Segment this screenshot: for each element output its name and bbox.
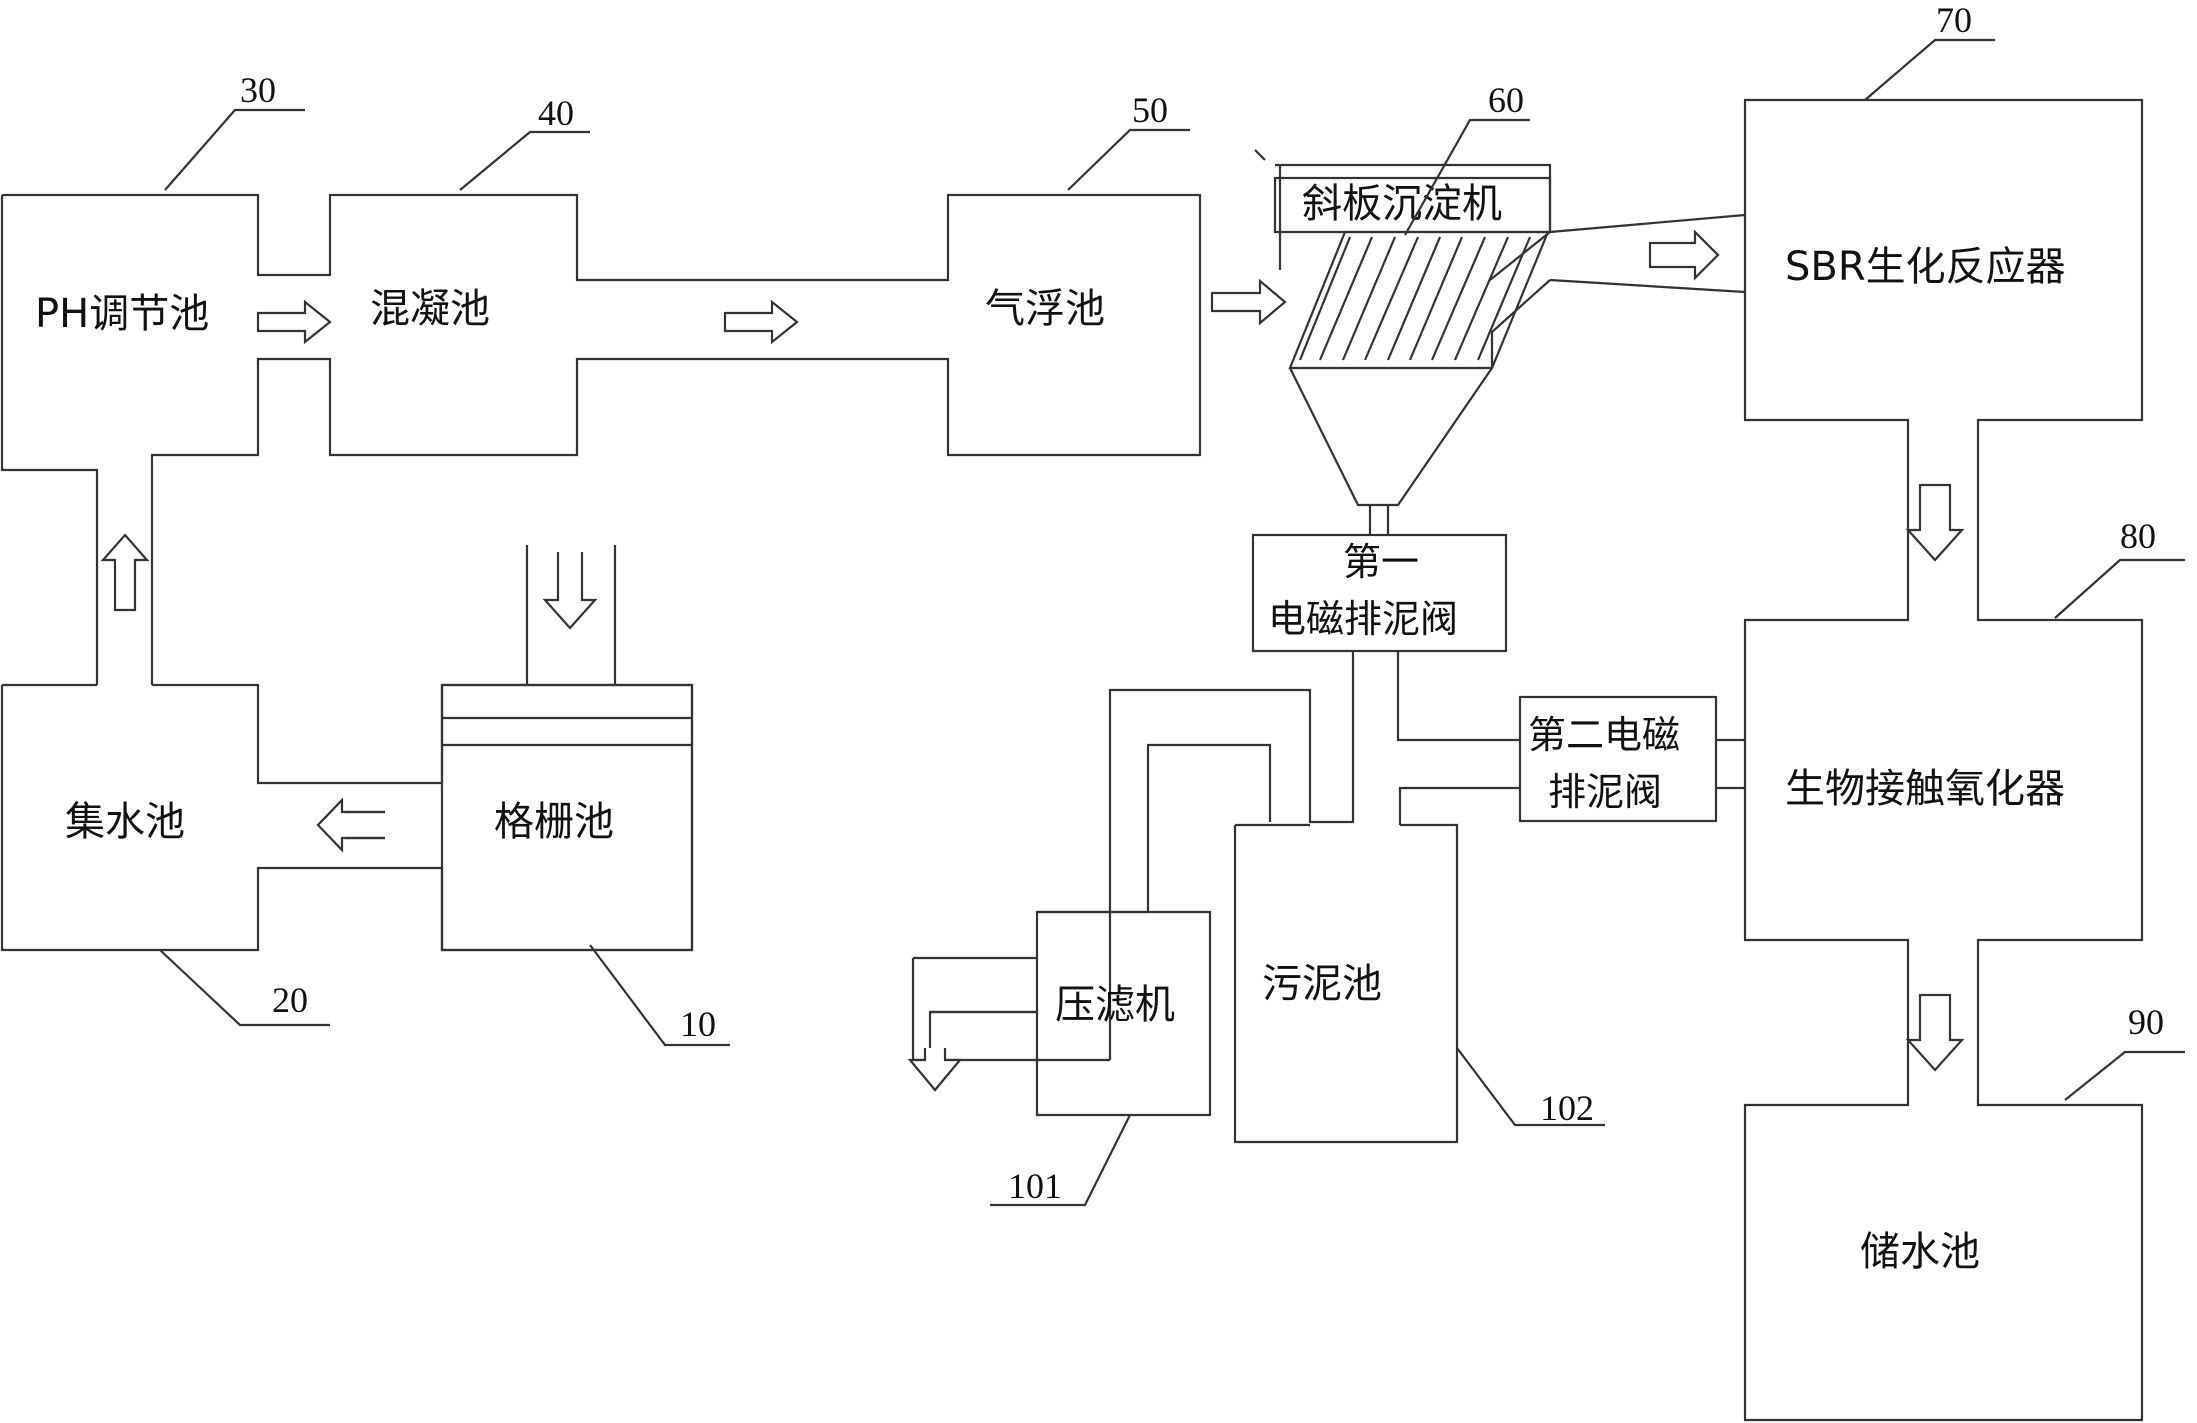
second-sludge-valve: 第二电磁 排泥阀 — [1518, 695, 1718, 823]
flow-arrow-up-icon — [100, 533, 150, 612]
ph-tank-label: PH调节池 — [35, 291, 209, 337]
sludge-tank-label: 污泥池 — [1262, 961, 1382, 1007]
ref-10: 10 — [680, 1004, 716, 1044]
bio-oxidizer-label: 生物接触氧化器 — [1785, 766, 2065, 812]
valve1-label-line1: 第一 — [1343, 540, 1419, 584]
filter-press: 压滤机 — [911, 910, 1212, 1117]
storage-tank-label: 储水池 — [1860, 1229, 1980, 1275]
flow-arrow-ph-to-coag-icon — [256, 299, 332, 345]
flotation-tank-label: 气浮池 — [985, 286, 1105, 332]
ref-20: 20 — [272, 980, 308, 1020]
flow-arrow-discharge-icon — [907, 1048, 963, 1092]
sludge-tank: 污泥池 — [1233, 823, 1459, 1144]
flow-arrow-coag-to-flot-icon — [723, 299, 799, 345]
reference-labels: 30 40 50 60 70 80 90 20 10 102 101 — [159, 0, 2185, 1207]
ref-50: 50 — [1132, 90, 1168, 130]
valve2-label-line2: 排泥阀 — [1548, 770, 1662, 814]
ref-101: 101 — [1008, 1166, 1062, 1206]
filter-press-label: 压滤机 — [1055, 982, 1175, 1028]
flow-arrow-flot-to-settler-icon — [1210, 278, 1287, 326]
collection-tank: 集水池 — [0, 683, 694, 952]
sbr-reactor: SBR生化反应器 生物接触氧化器 储水池 — [1743, 98, 2144, 1422]
flow-arrow-inlet-icon — [542, 552, 598, 630]
valve1-label-line2: 电磁排泥阀 — [1268, 597, 1458, 641]
ref-80: 80 — [2120, 516, 2156, 556]
sbr-reactor-label: SBR生化反应器 — [1785, 244, 2066, 290]
ref-60: 60 — [1488, 80, 1524, 120]
ref-40: 40 — [538, 93, 574, 133]
collection-tank-label: 集水池 — [65, 799, 185, 845]
ref-70: 70 — [1936, 0, 1972, 40]
ph-adjustment-tank: PH调节池 混凝池 气浮池 — [0, 193, 1202, 685]
inclined-plate-settler: 斜板沉淀机 — [1254, 149, 1552, 535]
first-sludge-valve: 第一 电磁排泥阀 — [1251, 533, 1508, 653]
settler-label: 斜板沉淀机 — [1302, 181, 1502, 227]
ref-90: 90 — [2128, 1002, 2164, 1042]
flow-arrow-grid-to-collect-icon — [316, 797, 385, 853]
coagulation-tank-label: 混凝池 — [370, 286, 490, 332]
ref-30: 30 — [240, 70, 276, 110]
ref-102: 102 — [1540, 1088, 1594, 1128]
flow-arrow-bio-to-storage-icon — [1905, 993, 1965, 1072]
grid-tank-label: 格栅池 — [494, 799, 614, 845]
valve2-label-line1: 第二电磁 — [1528, 713, 1680, 757]
flow-arrow-sbr-to-bio-icon — [1905, 483, 1965, 562]
flow-arrow-settler-to-sbr-icon — [1648, 229, 1720, 281]
grid-tank: 格栅池 — [440, 545, 694, 952]
